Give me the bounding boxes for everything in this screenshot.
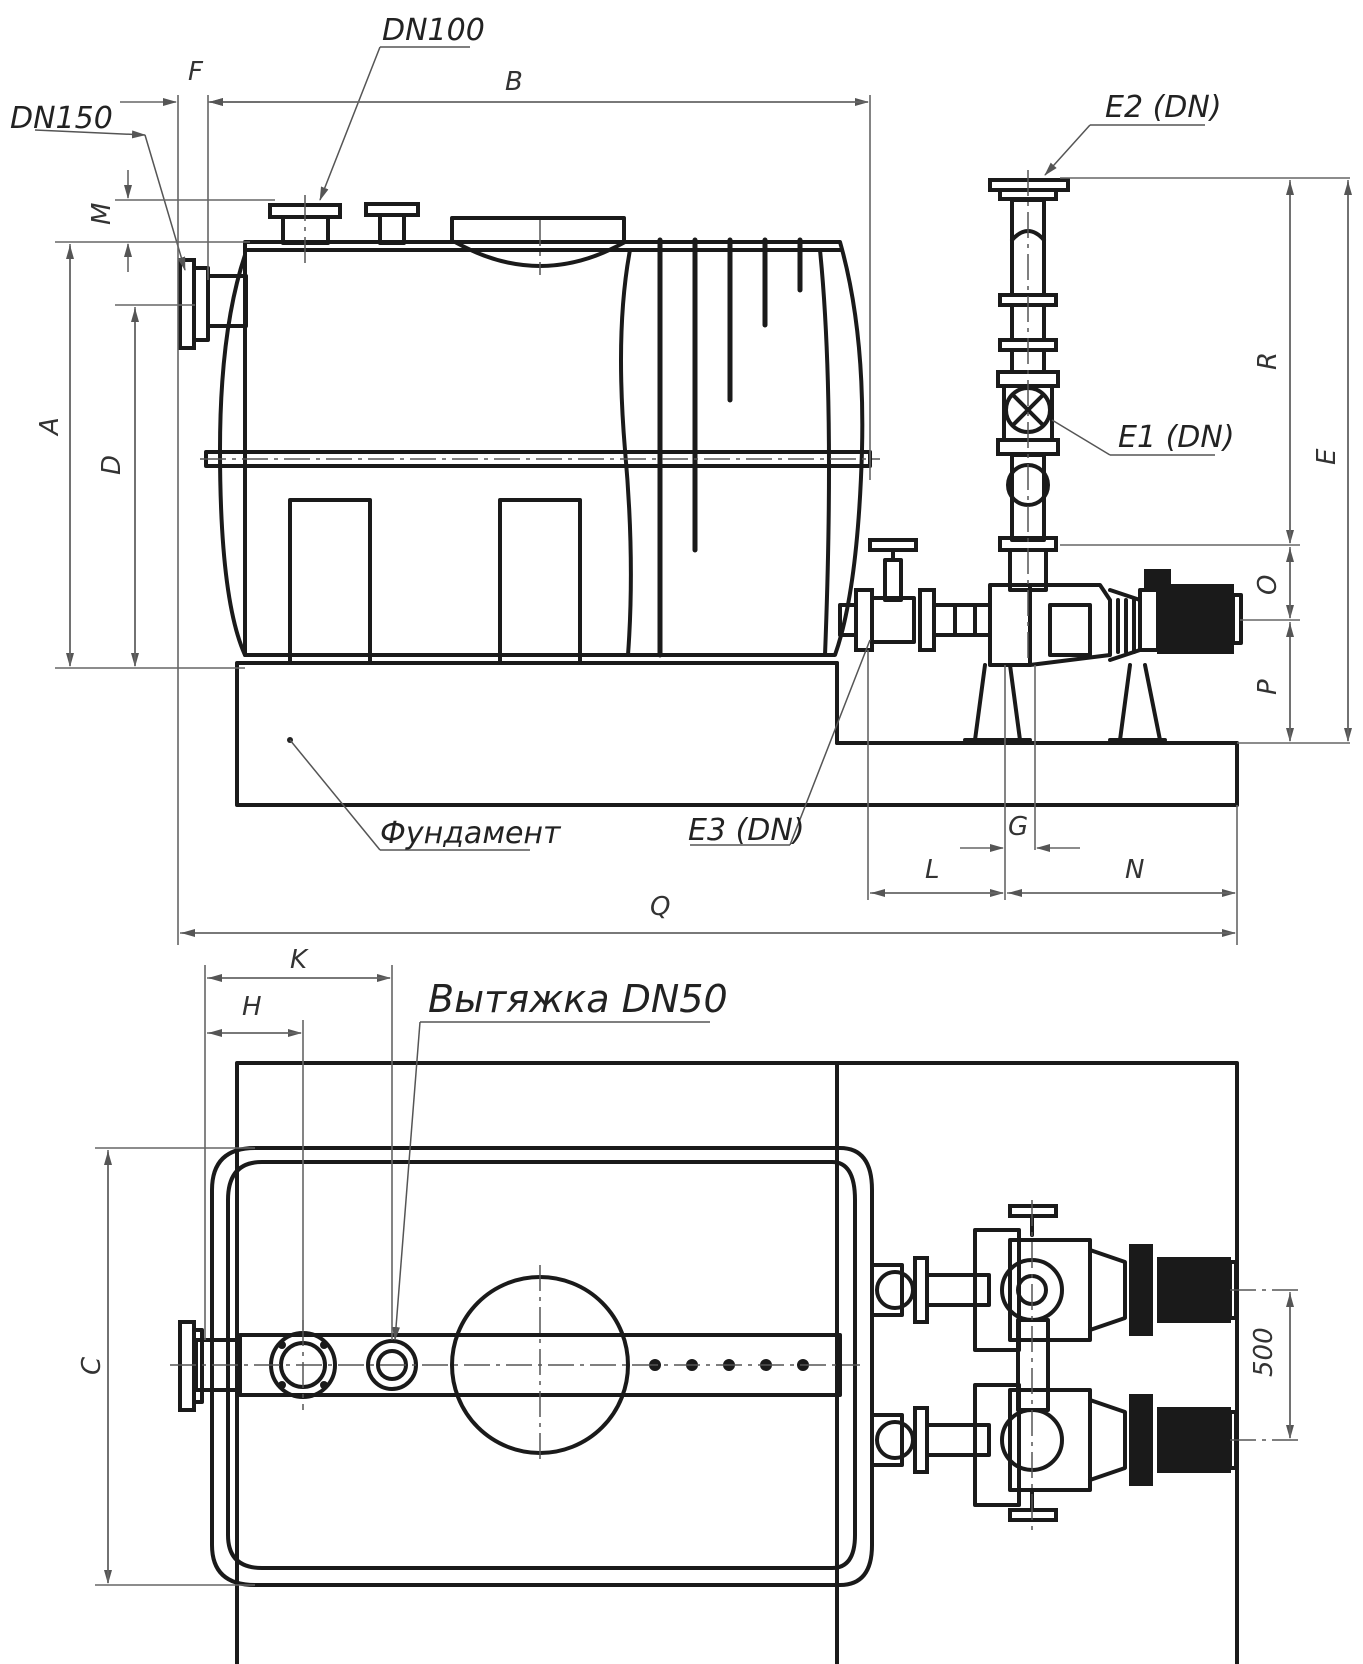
label-foundation: Фундамент	[380, 816, 562, 851]
plan-pumps	[870, 1200, 1300, 1530]
pump-assembly	[963, 170, 1243, 742]
front-dimensions	[55, 95, 1352, 945]
label-e3: E3 (DN)	[688, 813, 805, 848]
dim-label-h: H	[242, 992, 262, 1022]
dim-label-q: Q	[650, 892, 670, 922]
plan-foundation	[235, 1061, 1239, 1664]
plan-view: Вытяжка DN50 K H C 500	[77, 945, 1300, 1664]
dim-label-m: M	[87, 203, 117, 225]
label-e2: E2 (DN)	[1105, 90, 1222, 125]
plan-tank	[170, 1146, 874, 1587]
label-e1: E1 (DN)	[1118, 420, 1235, 455]
dim-label-e: E	[1312, 448, 1342, 465]
plan-dimensions	[95, 965, 1294, 1586]
dim-label-n: N	[1125, 855, 1144, 885]
dim-label-o: O	[1253, 575, 1283, 595]
dim-label-d: D	[97, 455, 127, 475]
dim-label-c: C	[77, 1356, 107, 1375]
front-labels: DN150 DN100 E2 (DN) E1 (DN) E3 (DN) Фунд…	[10, 13, 1342, 922]
label-dn100: DN100	[382, 13, 485, 48]
dim-label-l: L	[925, 855, 940, 885]
foundation-block	[235, 661, 1239, 807]
dim-label-g: G	[1008, 812, 1028, 842]
outlet-piping	[690, 538, 992, 846]
dim-label-r: R	[1253, 352, 1283, 370]
dim-label-p: P	[1253, 679, 1283, 695]
label-exhaust: Вытяжка DN50	[428, 977, 728, 1021]
dim-label-b: B	[505, 67, 523, 97]
front-view: DN150 DN100 E2 (DN) E1 (DN) E3 (DN) Фунд…	[10, 13, 1352, 945]
tank-body	[178, 195, 880, 665]
dim-label-f: F	[188, 57, 204, 87]
dim-label-500: 500	[1249, 1327, 1279, 1377]
dim-label-a: A	[35, 417, 65, 437]
dim-label-k: K	[290, 945, 309, 975]
plan-labels: Вытяжка DN50 K H C 500	[77, 945, 1279, 1377]
label-dn150: DN150	[10, 101, 113, 136]
